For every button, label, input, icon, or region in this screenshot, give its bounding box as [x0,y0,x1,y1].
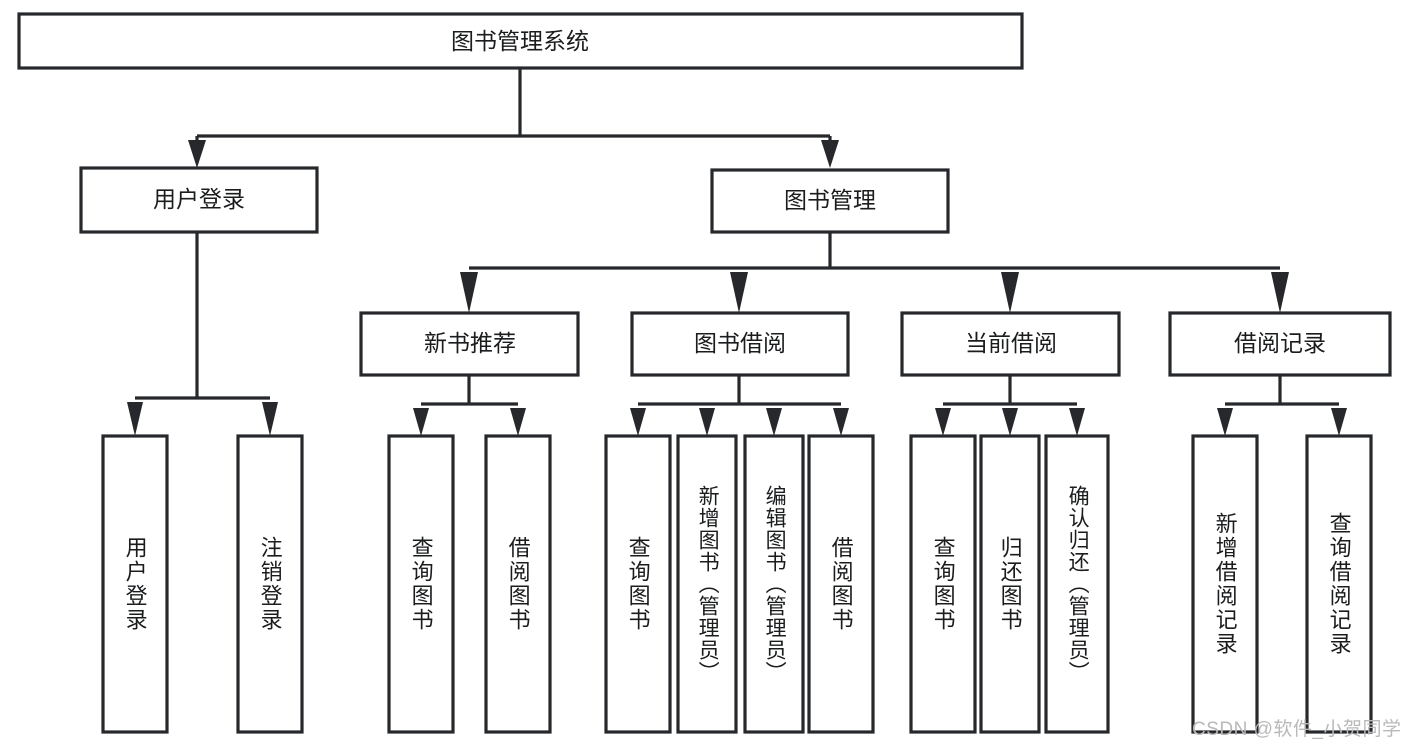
node-leaf-borrow-book-2-box[interactable] [807,434,875,734]
connector-group-borrow-record [1217,375,1347,436]
node-book-borrow[interactable]: 图书借阅 [630,311,850,377]
connector-group-root [188,68,839,168]
arrowhead-new-book-recommend [460,272,478,313]
arrowhead-current-borrow [1001,272,1019,313]
node-leaf-query-book-1-box[interactable] [387,434,455,734]
arrowhead-leaf-query-book-2 [630,408,646,436]
csdn-watermark: CSDN @软件_小贺同学 [1192,719,1402,740]
node-leaf-query-book-2-box[interactable] [604,434,672,734]
node-borrow-record-box[interactable] [1168,311,1392,377]
arrowhead-leaf-borrow-book-1 [510,408,526,436]
connector-group-user-login [127,232,278,436]
node-leaf-query-record-box[interactable] [1305,434,1373,734]
connector-group-book-management [460,232,1289,313]
node-leaf-query-book-3-box[interactable] [909,434,977,734]
node-root[interactable]: 图书管理系统 [17,12,1024,70]
node-leaf-edit-book-box[interactable] [743,434,805,734]
node-new-book-recommend[interactable]: 新书推荐 [359,311,580,377]
leaf-boxes [101,434,1373,734]
arrowhead-book-management [821,140,839,168]
arrowhead-leaf-query-record [1331,408,1347,436]
arrowhead-leaf-borrow-book-2 [833,408,849,436]
arrowhead-book-borrow [730,272,748,313]
node-user-login-box[interactable] [79,166,319,234]
node-book-management[interactable]: 图书管理 [710,168,950,234]
node-leaf-add-book-box[interactable] [676,434,738,734]
arrowhead-leaf-add-book [699,408,715,436]
node-current-borrow[interactable]: 当前借阅 [900,311,1121,377]
connector-group-new-book-recommend [413,375,526,436]
arrowhead-leaf-user-logout [262,402,278,436]
node-borrow-record-label: 借阅记录 [1234,330,1326,356]
node-user-login-label: 用户登录 [153,186,245,212]
node-leaf-confirm-return-box[interactable] [1044,434,1110,734]
node-user-login[interactable]: 用户登录 [79,166,319,234]
arrowhead-leaf-confirm-return [1069,408,1085,436]
arrowhead-user-login [188,140,206,168]
arrowhead-leaf-user-login [127,402,143,436]
node-leaf-borrow-book-1-box[interactable] [484,434,552,734]
node-root-box[interactable] [17,12,1024,70]
node-root-label: 图书管理系统 [451,28,589,54]
node-leaf-user-login-box[interactable] [101,434,169,734]
node-new-book-recommend-label: 新书推荐 [424,330,516,356]
node-borrow-record[interactable]: 借阅记录 [1168,311,1392,377]
node-book-management-label: 图书管理 [784,187,876,213]
arrowhead-leaf-edit-book [766,408,782,436]
node-book-management-box[interactable] [710,168,950,234]
node-current-borrow-label: 当前借阅 [965,330,1057,356]
node-book-borrow-box[interactable] [630,311,850,377]
arrowhead-leaf-add-record [1217,408,1233,436]
node-leaf-user-logout-box[interactable] [236,434,304,734]
arrowhead-borrow-record [1271,272,1289,313]
node-new-book-recommend-box[interactable] [359,311,580,377]
arrowhead-leaf-return-book [1002,408,1018,436]
arrowhead-leaf-query-book-3 [935,408,951,436]
node-leaf-add-record-box[interactable] [1191,434,1259,734]
connector-group-current-borrow [935,375,1085,436]
node-current-borrow-box[interactable] [900,311,1121,377]
connector-group-book-borrow [630,375,849,436]
arrowhead-leaf-query-book-1 [413,408,429,436]
node-leaf-return-book-box[interactable] [979,434,1041,734]
node-book-borrow-label: 图书借阅 [694,330,786,356]
